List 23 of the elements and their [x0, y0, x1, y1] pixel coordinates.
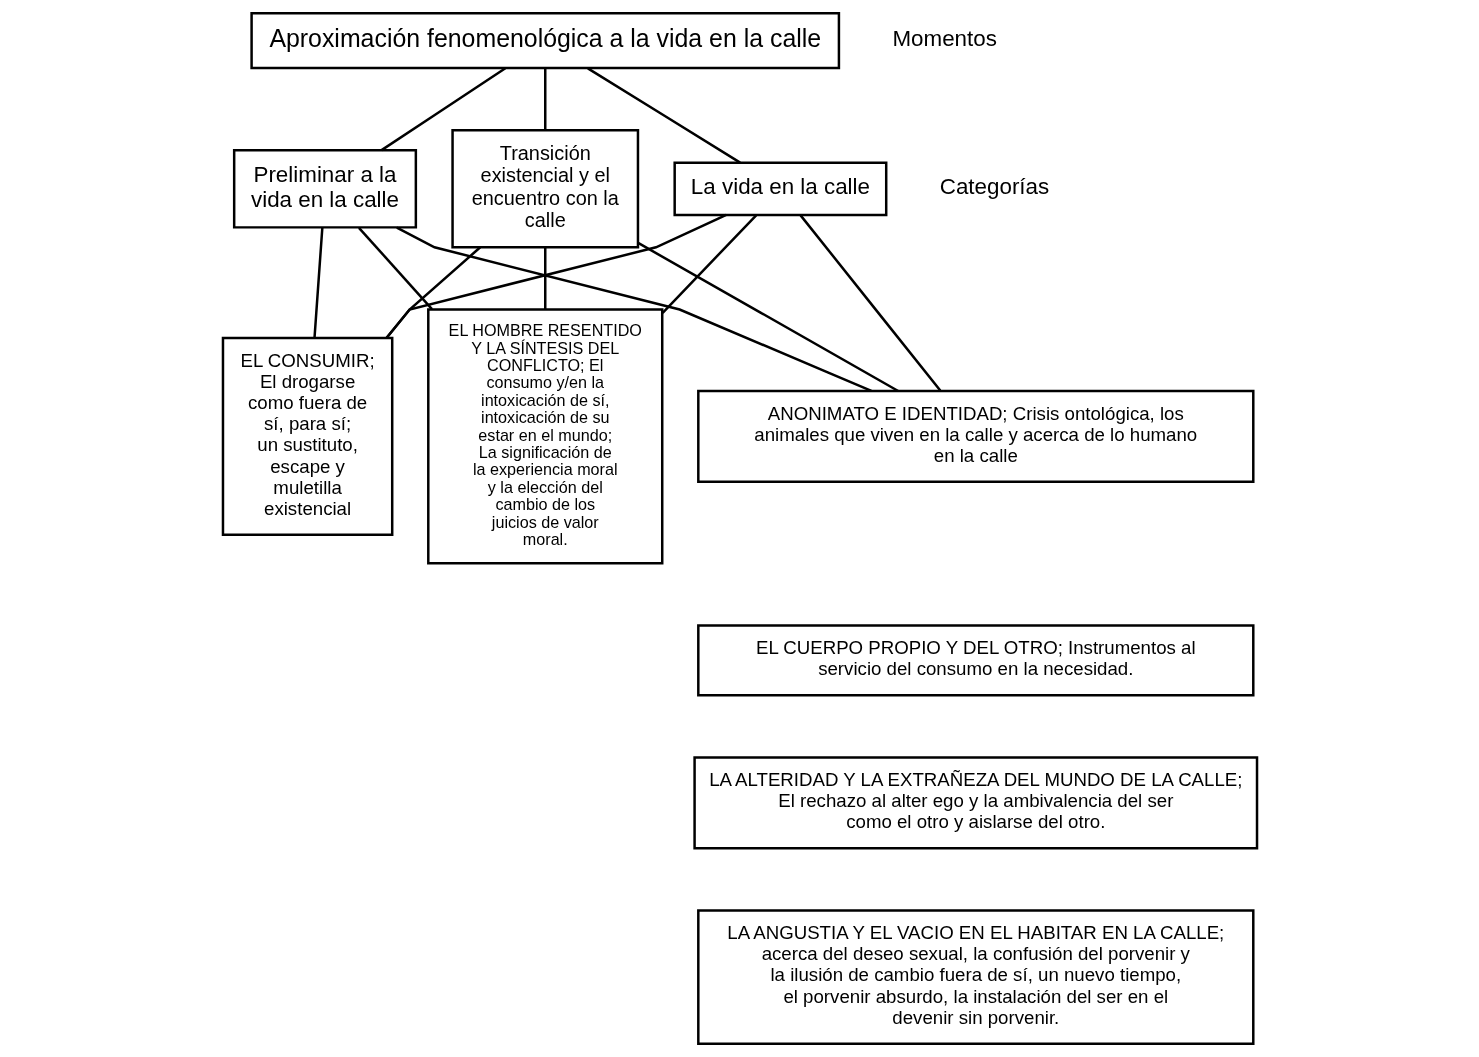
connector: [543, 68, 546, 130]
node-box: La vida en la calle: [672, 161, 887, 217]
connector: [385, 213, 727, 339]
connector: [543, 247, 546, 310]
node-box: LA ANGUSTIA Y EL VACIO EN EL HABITAR EN LA CALLE; acerca del deseo sexual, la confusión del porvenir y la ilusión de cambio fuera de sí, un nuevo tiempo, el porvenir absurdo, la instalación del ser en el devenir sin porvenir.: [696, 909, 1255, 1045]
connector: [637, 241, 899, 393]
connector: [586, 67, 741, 164]
connector: [312, 227, 324, 339]
node-box: LA ALTERIDAD Y LA EXTRAÑEZA DEL MUNDO DE LA CALLE; El rechazo al alter ego y la ambivalencia del ser como el otro y aislarse del otro.: [692, 756, 1258, 850]
connector: [357, 226, 433, 310]
node-box: EL CONSUMIR; El drogarse como fuera de sí, para sí; un sustituto, escape y muletilla existencial: [221, 336, 393, 536]
node-box: ANONIMATO E IDENTIDAD; Crisis ontológica, los animales que viven en la calle y acerca de lo humano en la calle: [696, 389, 1255, 484]
label: Categorías: [939, 174, 1049, 200]
connector: [799, 214, 941, 392]
node-box: EL CUERPO PROPIO Y DEL OTRO; Instrumentos al servicio del consumo en la necesidad.: [696, 624, 1255, 697]
node-box: EL HOMBRE RESENTIDO Y LA SÍNTESIS DEL CONFLICTO; El consumo y/en la intoxicación de sí, intoxicación de su estar en el mundo; La significación de la experiencia moral y la elección del cambio de los juicios de valor moral.: [426, 308, 663, 565]
connector: [661, 214, 757, 314]
node-box: Preliminar a la vida en la calle: [232, 148, 417, 229]
label: Momentos: [891, 26, 997, 52]
node-box: Aproximación fenomenológica a la vida en la calle: [249, 12, 840, 70]
connector: [395, 226, 872, 392]
node-box: Transición existencial y el encuentro con la calle: [450, 129, 639, 249]
connector: [380, 67, 506, 152]
